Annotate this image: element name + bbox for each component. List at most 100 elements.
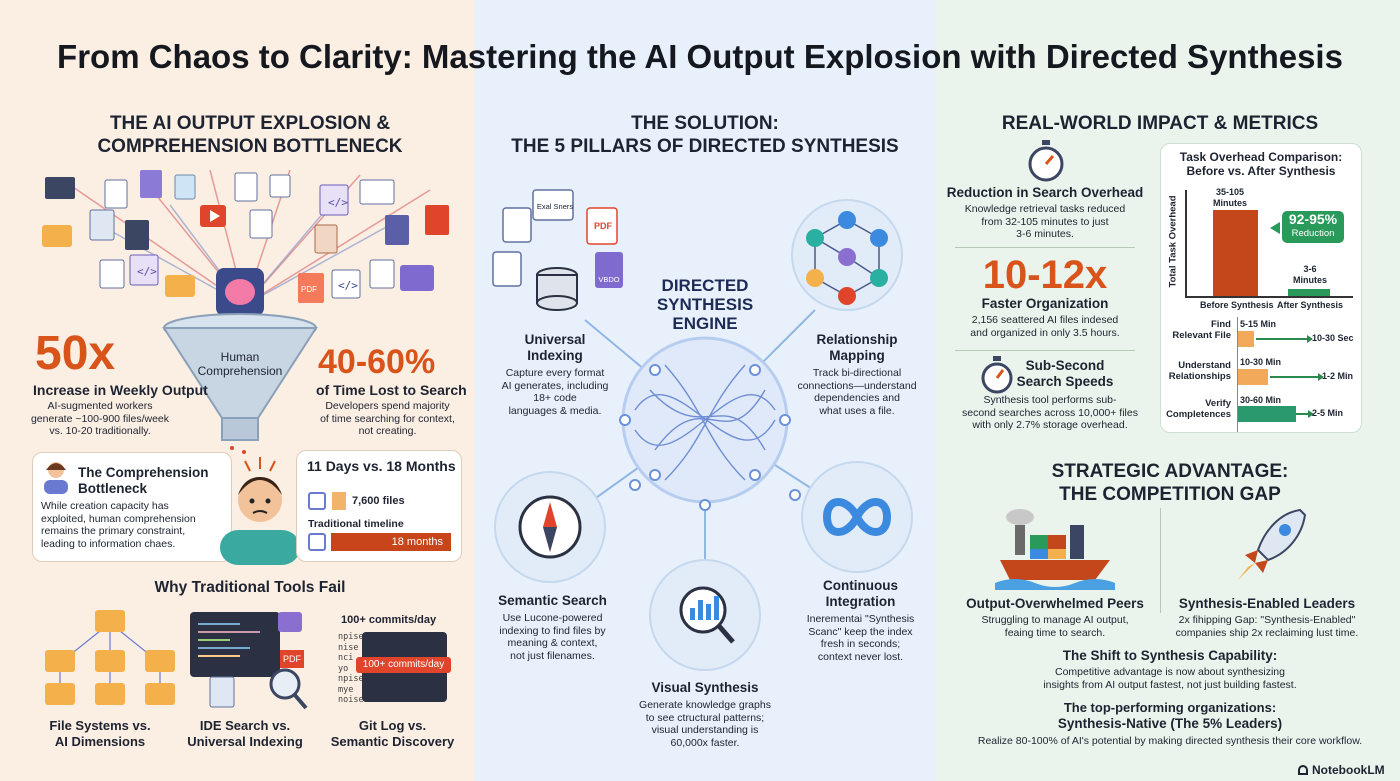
row1-label: Find Relevant File: [1163, 319, 1231, 341]
row2-label-line2: Relationships: [1168, 371, 1231, 382]
stat-50x-value: 50x: [35, 327, 116, 380]
engine-line1: DIRECTED: [661, 276, 749, 295]
svg-text:</>: </>: [137, 265, 157, 278]
divider: [955, 350, 1135, 351]
tools-title: Why Traditional Tools Fail: [154, 579, 346, 596]
pillar5-desc-line2: to see ctructural patterns;: [645, 711, 765, 724]
row1-before-bar: [1238, 331, 1254, 347]
pillar-semantic-search: Semantic Search Use Lucone-powered index…: [485, 593, 620, 662]
pillar3-title: Semantic Search: [498, 593, 607, 608]
file-icon: [249, 209, 273, 239]
pdf-file-label: PDF: [594, 221, 612, 231]
folder-icon: [95, 683, 125, 705]
pillar1-desc-line4: languages & media.: [508, 404, 602, 417]
tool1-caption: File Systems vs. AI Dimensions: [30, 718, 170, 750]
top-orgs-line1: The top-performing organizations:: [1063, 700, 1277, 715]
left-title-line2: COMPREHENSION BOTTLENECK: [97, 136, 403, 157]
comparison-y-label: Total Task Overhead: [1167, 195, 1179, 288]
folder-icon: [45, 650, 75, 672]
left-title-line1: THE AI OUTPUT EXPLOSION &: [109, 113, 391, 134]
pillar5-desc-line3: visual understanding is: [651, 724, 759, 736]
noise-line: yo: [338, 663, 349, 674]
bottleneck-desc-line3: remains the primary constraint,: [41, 525, 186, 537]
row3-label-line1: Verify: [1205, 398, 1231, 409]
tool2-line2: Universal Indexing: [187, 734, 303, 749]
file-icon: [99, 259, 125, 289]
folder-icon: [42, 225, 72, 247]
middle-title-line1: THE SOLUTION:: [631, 113, 779, 134]
row1-label-line1: Find: [1210, 319, 1231, 330]
file-systems-folders-illustration: [45, 610, 175, 705]
metric3-title-line1: Sub-Second: [1025, 358, 1105, 373]
code-file-icon: [492, 251, 522, 287]
file-icon: [385, 215, 409, 245]
cargo-ship-illustration: [995, 509, 1115, 590]
after-value-line2: Minutes: [1292, 275, 1327, 285]
top-orgs-line2: Synthesis-Native (The 5% Leaders): [1057, 716, 1283, 731]
stat-50x-description: AI-sugmented workers generate ~100-900 f…: [15, 400, 185, 438]
file-icon: [209, 676, 235, 708]
pillar2-title-line2: Mapping: [829, 348, 885, 363]
tool1-line1: File Systems vs.: [49, 718, 151, 733]
synthesis-enabled-leaders: Synthesis-Enabled Leaders 2x fihipping G…: [1162, 596, 1372, 639]
file-icon: [45, 177, 75, 199]
row2-before-bar: [1238, 369, 1268, 385]
peers-desc-line1: Struggling to manage AI output,: [981, 614, 1129, 626]
file-icon: [174, 174, 196, 200]
pillar-universal-indexing: Universal Indexing Capture every format …: [490, 332, 620, 417]
leaders-desc-line1: 2x fihipping Gap: "Synthesis-Enabled": [1178, 614, 1356, 626]
metric2-desc-line1: 2,156 seattered AI files indesed: [971, 314, 1119, 326]
badge-pointer: [1270, 222, 1280, 234]
row1-arrow: [1256, 335, 1313, 343]
notebooklm-brand: NotebookLM: [1312, 763, 1385, 777]
stat-50x-label: Increase in Weekly Output: [33, 382, 208, 398]
noise-line: npise: [338, 674, 364, 684]
svg-text:</>: </>: [338, 279, 358, 292]
worried-person-illustration: [220, 457, 300, 565]
shift-desc-line2: insights from AI output fastest, not jus…: [1043, 678, 1297, 691]
pillar4-desc-line3: fresh in seconds;: [820, 638, 901, 650]
code-file-icon: [129, 254, 159, 286]
row3-before-bar: [1238, 406, 1296, 422]
right-section-title: REAL-WORLD IMPACT & METRICS: [1001, 113, 1319, 134]
file-icon: [314, 224, 338, 254]
magnifier-icon: [269, 668, 301, 700]
row2-label-line1: Understand: [1178, 360, 1231, 371]
folder-icon: [95, 650, 125, 672]
bottleneck-desc-line4: leading to information chaes.: [41, 537, 176, 550]
files-bar: [332, 492, 346, 510]
node-icon: [838, 211, 856, 229]
pillar5-desc-line1: Generate knowledge graphs: [639, 699, 771, 711]
tool3-caption: Git Log vs. Semantic Discovery: [325, 718, 460, 750]
infinity-icon: [822, 498, 892, 536]
chart-y-axis: [1185, 190, 1187, 297]
pillar2-desc-line1: Track bi-directional: [812, 367, 902, 379]
svg-text:PDF: PDF: [301, 285, 317, 294]
video-icon: [278, 612, 302, 632]
calendar-icon: [308, 533, 326, 551]
pillar4-title-line2: Integration: [825, 594, 896, 609]
file-icon: [104, 179, 128, 209]
pdf-badge: PDF: [280, 650, 304, 668]
metric-sub-second-description: Synthesis tool performs sub- second sear…: [945, 394, 1155, 432]
stat-search-time-description: Developers spend majority of time search…: [305, 400, 470, 438]
ide-search-illustration: [190, 612, 308, 710]
pillar3-desc-line2: indexing to find files by: [499, 624, 606, 637]
bottleneck-title-line2: Bottleneck: [78, 481, 148, 496]
shift-title: The Shift to Synthesis Capability:: [1062, 648, 1278, 663]
folder-icon: [145, 650, 175, 672]
folder-icon: [95, 610, 125, 632]
synthesis-engine-diagram: [492, 189, 913, 671]
row1-after: 10-30 Sec: [1312, 333, 1354, 343]
commits-badge: 100+ commits/day: [356, 657, 451, 673]
traditional-timeline-label: Traditional timeline: [308, 518, 404, 530]
folder-icon: [400, 265, 434, 291]
bottleneck-desc-line1: While creation capacity has: [41, 500, 169, 512]
bottleneck-title: The Comprehension Bottleneck: [78, 465, 228, 497]
node-icon: [870, 229, 888, 247]
svg-text:</>: </>: [328, 196, 348, 209]
pillar1-title-line2: Indexing: [527, 348, 583, 363]
before-value-line1: 35-105: [1215, 187, 1245, 197]
speed-stopwatch-icon: [981, 356, 1013, 394]
metric3-desc-line1: Synthesis tool performs sub-: [983, 394, 1117, 406]
